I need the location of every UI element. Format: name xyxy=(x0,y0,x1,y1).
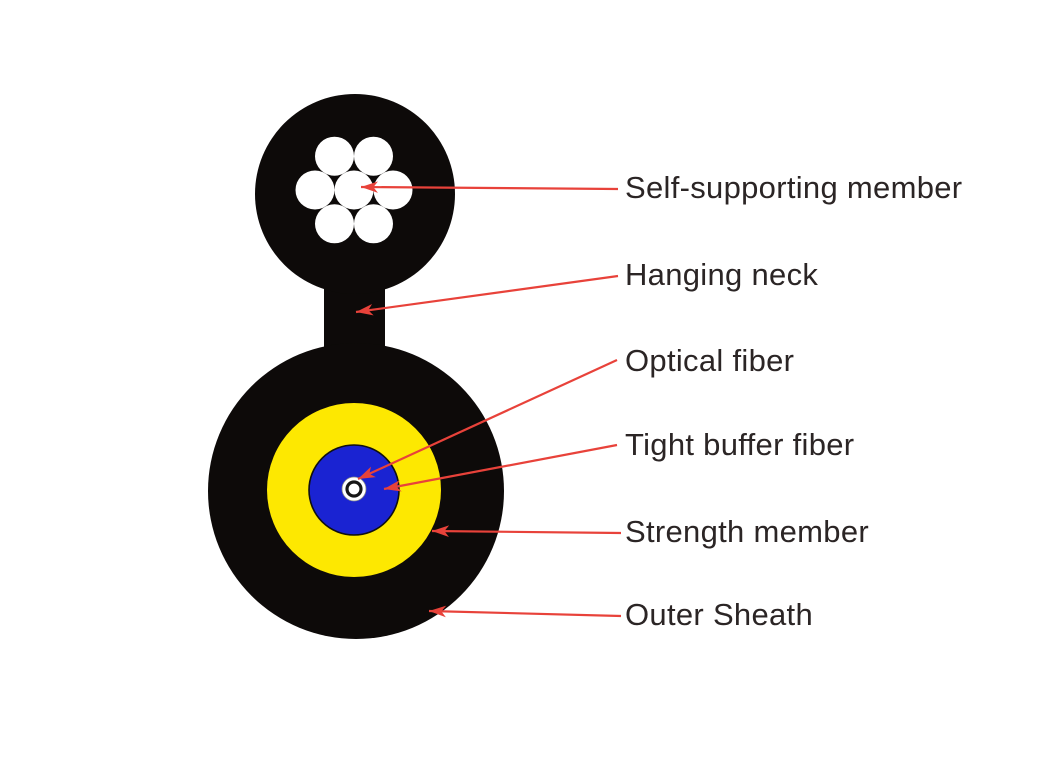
optical-fiber-core-ring xyxy=(345,480,363,498)
arrow-self-supporting-member xyxy=(360,181,619,193)
label-strength-member: Strength member xyxy=(625,514,869,549)
wire-strand xyxy=(295,170,335,210)
arrow-strength-member xyxy=(431,525,622,537)
wire-strand xyxy=(315,204,354,244)
label-optical-fiber: Optical fiber xyxy=(625,343,795,378)
arrow-hanging-neck xyxy=(355,274,619,316)
arrow-optical-fiber xyxy=(357,359,618,480)
arrow-tight-buffer-fiber xyxy=(383,443,618,492)
label-outer-sheath: Outer Sheath xyxy=(625,597,813,632)
label-self-supporting-member: Self-supporting member xyxy=(625,170,963,205)
wire-strand xyxy=(315,136,354,176)
label-tight-buffer-fiber: Tight buffer fiber xyxy=(625,427,855,462)
self-supporting-wire-strands xyxy=(295,136,413,244)
wire-strand xyxy=(354,204,393,244)
arrow-outer-sheath xyxy=(428,605,622,618)
wire-strand xyxy=(373,170,413,210)
wire-strand-center xyxy=(334,170,374,210)
wire-strand xyxy=(354,136,393,176)
callout-arrows xyxy=(355,181,622,618)
label-hanging-neck: Hanging neck xyxy=(625,257,819,292)
